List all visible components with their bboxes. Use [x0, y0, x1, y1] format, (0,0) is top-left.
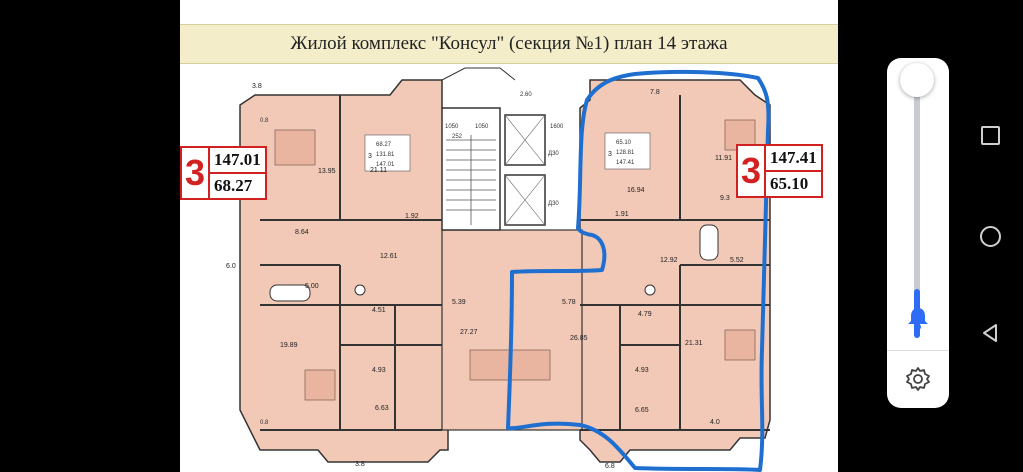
svg-text:21.11: 21.11	[370, 167, 387, 174]
plan-title: Жилой комплекс "Консул" (секция №1) план…	[180, 24, 838, 64]
svg-text:3.8: 3.8	[252, 83, 262, 90]
svg-text:1600: 1600	[550, 124, 564, 130]
triangle-back-icon	[980, 322, 1000, 349]
svg-text:0.8: 0.8	[260, 420, 269, 426]
svg-text:3: 3	[368, 153, 372, 160]
left-total-area: 147.01	[210, 148, 265, 174]
svg-text:0.8: 0.8	[260, 118, 269, 124]
svg-text:19.89: 19.89	[280, 342, 298, 349]
svg-text:4.93: 4.93	[372, 367, 386, 374]
svg-text:5.00: 5.00	[305, 283, 319, 290]
right-total-area: 147.41	[766, 146, 821, 172]
floor-plan-sheet: Жилой комплекс "Консул" (секция №1) план…	[180, 0, 838, 472]
right-apartment-badge: 3 147.41 65.10	[736, 144, 823, 198]
svg-text:4.93: 4.93	[635, 367, 649, 374]
svg-text:5.78: 5.78	[562, 299, 576, 306]
floor-plan-drawing: 3 68.27 131.81 147.01 3 65.10 128.81 147…	[226, 67, 771, 472]
dimension-labels: 3.8 0.8 6.0 3.8 0.8 7.8 2.60 1600 1050 1…	[226, 83, 720, 470]
room-area-labels: 13.95 21.11 8.64 12.61 5.00 4.51 1.92 5.…	[280, 155, 744, 414]
right-rooms-count: 3	[740, 150, 762, 191]
volume-slider-thumb[interactable]	[900, 63, 934, 97]
bell-icon[interactable]	[904, 304, 932, 332]
svg-text:131.81: 131.81	[376, 152, 395, 158]
svg-text:27.27: 27.27	[460, 329, 478, 336]
gear-icon[interactable]	[904, 365, 932, 393]
square-recent-icon	[980, 125, 1000, 145]
svg-text:26.85: 26.85	[570, 335, 588, 342]
circle-home-icon	[979, 225, 1001, 247]
svg-text:5.39: 5.39	[452, 299, 466, 306]
svg-text:2.60: 2.60	[520, 92, 532, 98]
left-apartment-tag: 3 68.27 131.81 147.01	[364, 134, 411, 172]
svg-text:1.92: 1.92	[405, 213, 419, 220]
navigation-bar	[957, 0, 1023, 472]
svg-text:147.01: 147.01	[376, 162, 395, 168]
svg-text:9.3: 9.3	[720, 195, 730, 202]
svg-text:6.65: 6.65	[635, 407, 649, 414]
panel-divider	[887, 350, 949, 351]
svg-text:1.91: 1.91	[615, 211, 629, 218]
volume-panel	[887, 58, 949, 408]
volume-slider[interactable]	[914, 80, 920, 338]
svg-text:65.10: 65.10	[616, 140, 632, 146]
right-apartment-tag: 3 65.10 128.81 147.41	[604, 132, 651, 170]
svg-text:3.8: 3.8	[355, 461, 365, 468]
svg-text:7.8: 7.8	[650, 89, 660, 96]
svg-text:12.92: 12.92	[660, 257, 678, 264]
svg-text:12.61: 12.61	[380, 253, 398, 260]
svg-text:1050: 1050	[475, 124, 489, 130]
svg-text:6.0: 6.0	[226, 263, 236, 270]
svg-text:68.27: 68.27	[376, 142, 392, 148]
left-wing-outline	[239, 79, 449, 463]
svg-text:147.41: 147.41	[616, 160, 635, 166]
svg-text:3: 3	[608, 151, 612, 158]
right-wing-outline	[579, 79, 771, 463]
svg-text:13.95: 13.95	[318, 168, 336, 175]
svg-text:21.31: 21.31	[685, 340, 703, 347]
svg-text:6.8: 6.8	[605, 463, 615, 470]
svg-text:4.0: 4.0	[710, 419, 720, 426]
svg-text:Д30: Д30	[548, 151, 559, 157]
right-living-area: 65.10	[770, 174, 809, 193]
svg-text:16.94: 16.94	[627, 187, 645, 194]
recent-apps-button[interactable]	[975, 120, 1005, 150]
svg-text:4.79: 4.79	[638, 311, 652, 318]
left-apartment-badge: 3 147.01 68.27	[180, 146, 267, 200]
left-rooms-count: 3	[184, 152, 206, 193]
svg-text:1050: 1050	[445, 124, 459, 130]
left-living-area: 68.27	[214, 176, 253, 195]
svg-text:4.51: 4.51	[372, 307, 386, 314]
hand-drawn-outline	[506, 69, 771, 472]
svg-text:11.91: 11.91	[715, 155, 732, 162]
svg-text:5.52: 5.52	[730, 257, 744, 264]
home-button[interactable]	[975, 221, 1005, 251]
svg-text:Д30: Д30	[548, 201, 559, 207]
svg-text:252: 252	[452, 134, 463, 140]
svg-text:8.64: 8.64	[295, 229, 309, 236]
svg-text:128.81: 128.81	[616, 150, 635, 156]
svg-text:6.63: 6.63	[375, 405, 389, 412]
back-button[interactable]	[975, 320, 1005, 350]
